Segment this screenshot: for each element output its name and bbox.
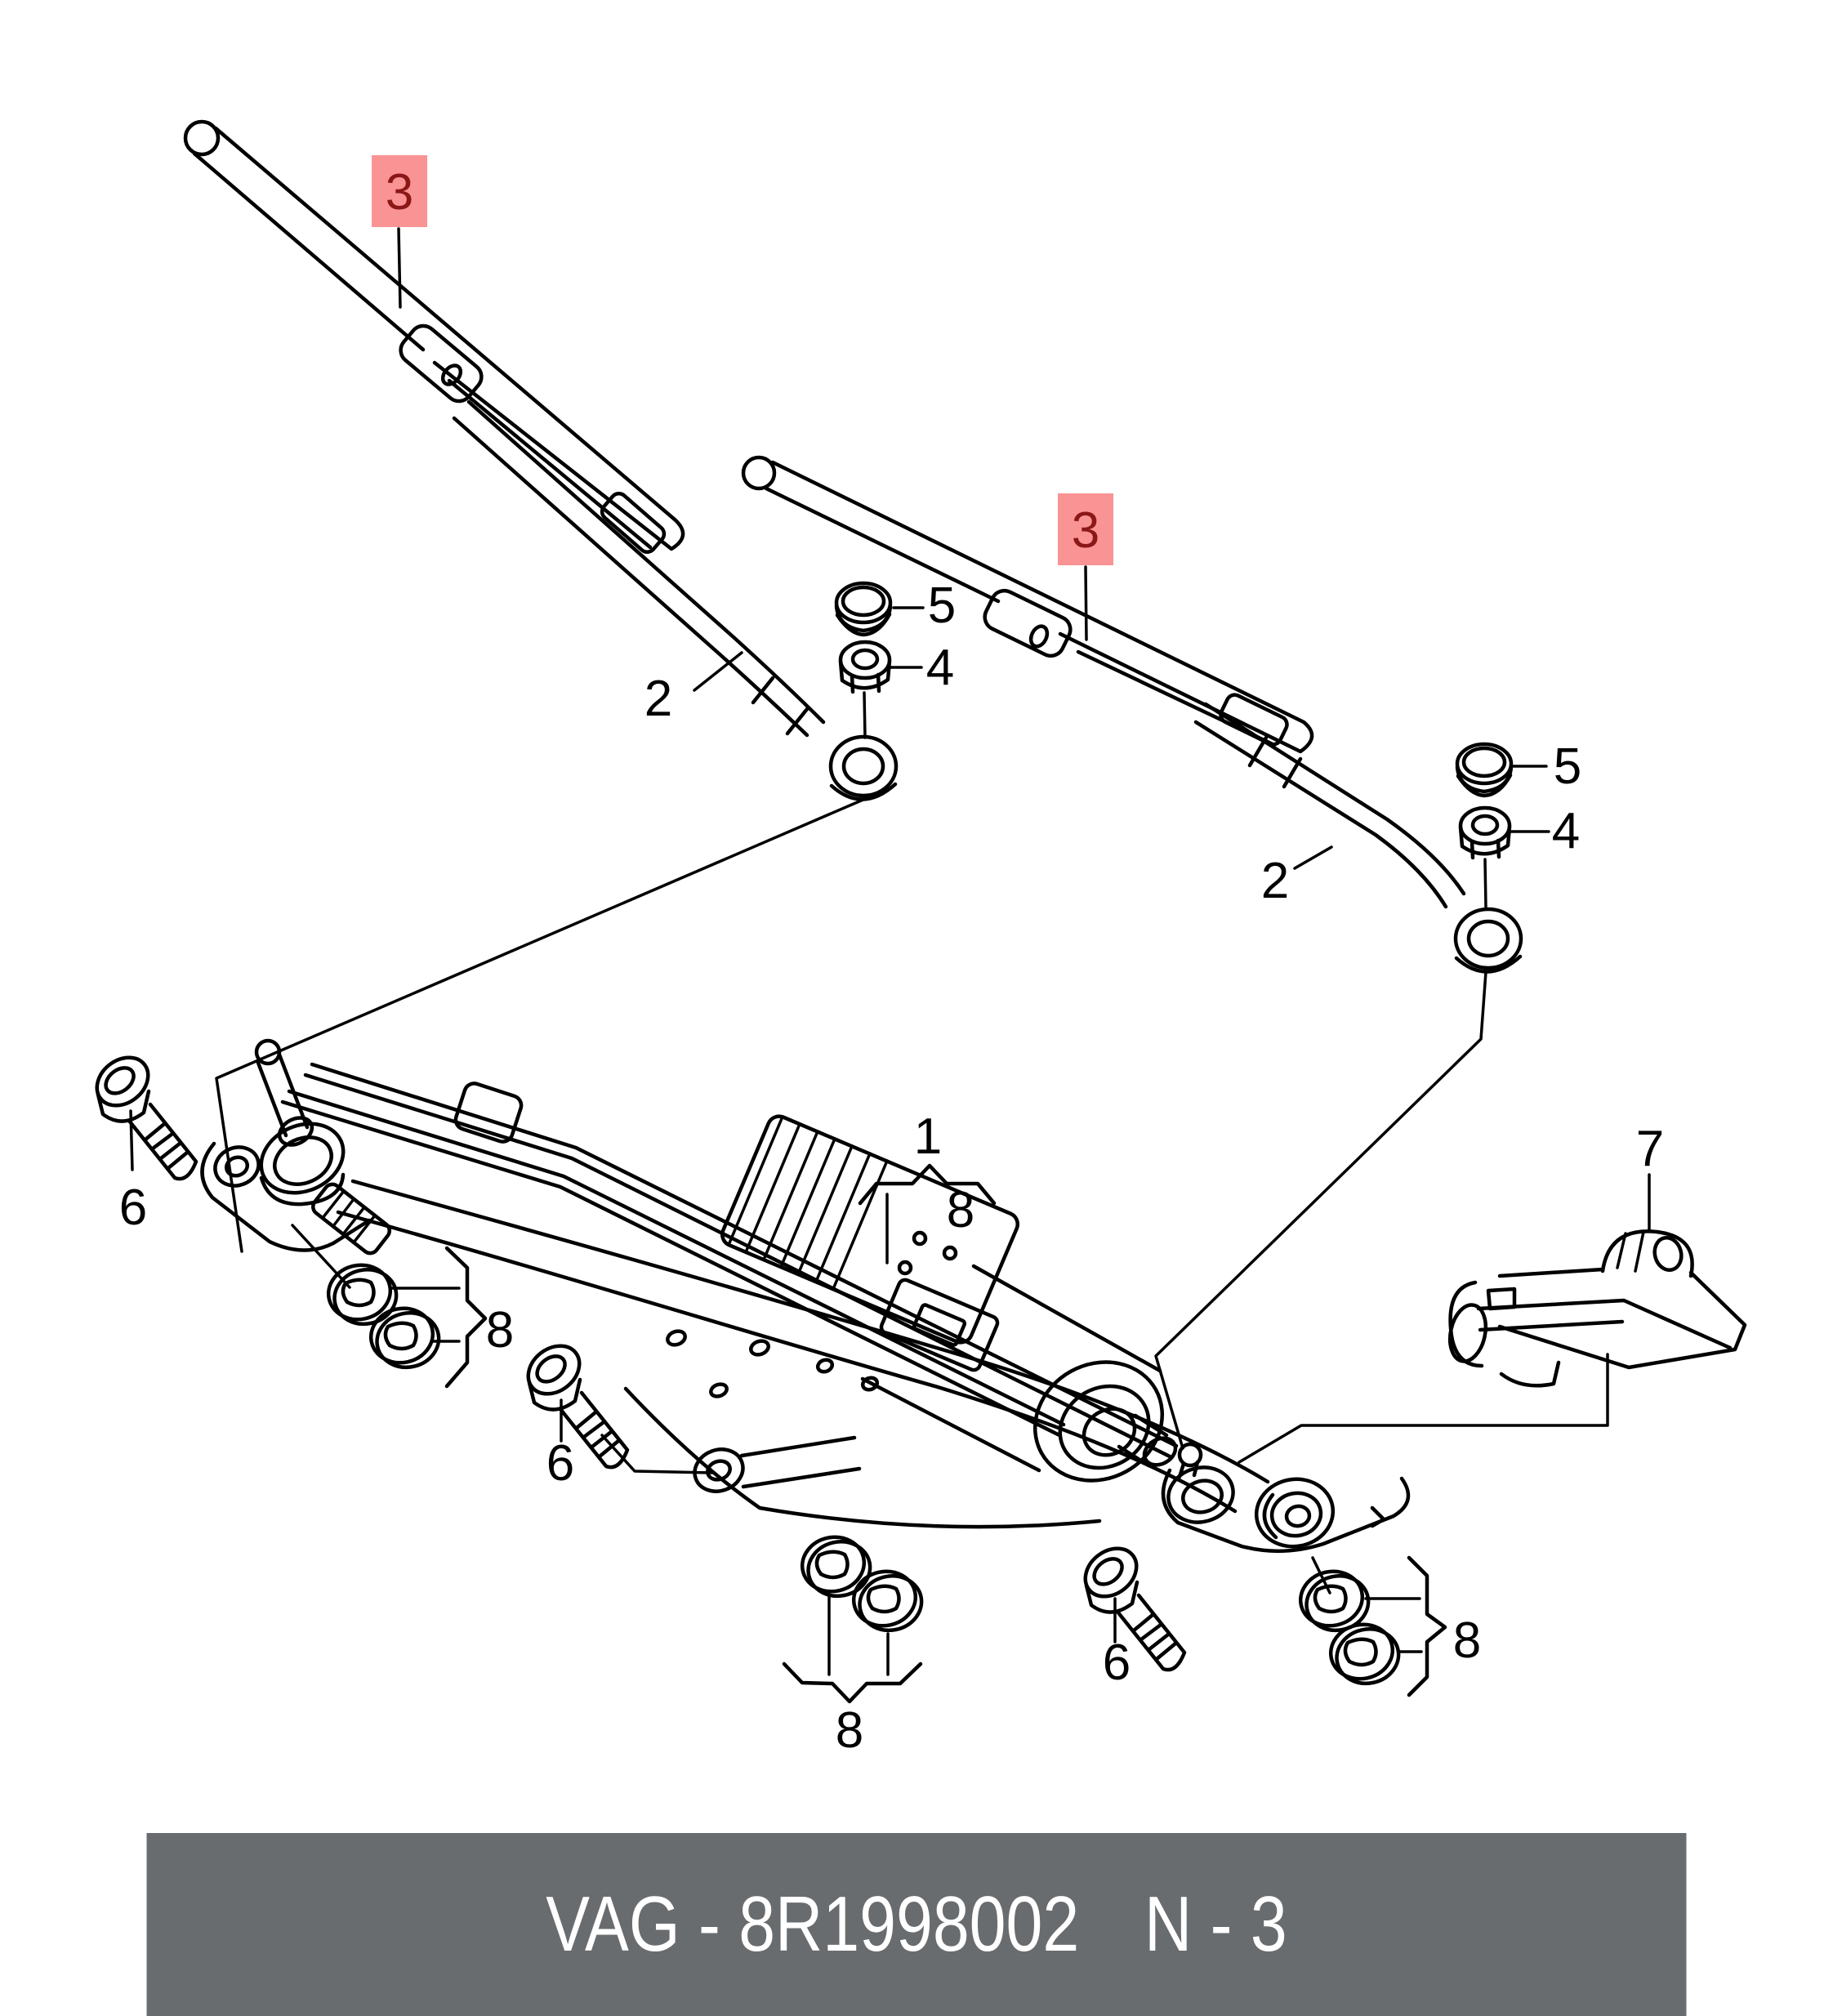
arm-left-edges <box>452 399 826 738</box>
module-ribs <box>727 1115 889 1291</box>
blade-right-arm-hook <box>1219 693 1289 747</box>
grommet <box>1328 1622 1401 1686</box>
callout-8-right[interactable]: 8 <box>1453 1612 1481 1669</box>
callout-8-bottom[interactable]: 8 <box>836 1702 863 1759</box>
cap-right-drawing <box>1455 742 1514 798</box>
callout-5-cap-left[interactable]: 5 <box>928 578 956 634</box>
blade-right-connector-hole <box>1028 624 1050 649</box>
footer-bar: VAG - 8R1998002 N - 3 <box>146 1833 1687 2016</box>
callout-1-assembly[interactable]: 1 <box>914 1108 942 1165</box>
blade-right-tip <box>741 455 777 491</box>
leader-lines <box>129 227 1651 1676</box>
blade-left-edges <box>192 126 685 551</box>
callout-8-left[interactable]: 8 <box>486 1302 514 1358</box>
rod-collar <box>453 1082 524 1144</box>
arm-right-hinge-flange <box>1454 954 1523 974</box>
callout-7-bracket[interactable]: 7 <box>1636 1121 1664 1177</box>
linkage-left-pivot-drawing <box>200 1038 391 1256</box>
linkage-crank-right-pivot-drawing <box>693 1435 1411 1554</box>
bracket-assembly-1 <box>858 1163 997 1206</box>
footer-page-code: N - 3 <box>1144 1880 1287 1968</box>
blade-right-connector <box>983 588 1073 658</box>
callout-3-blade-left[interactable]: 3 <box>386 164 413 221</box>
grommet <box>368 1306 441 1370</box>
callout-numbers: 3 3 2 5 4 2 5 4 1 8 8 8 8 6 6 6 7 <box>119 155 1664 1759</box>
blade-right-edges <box>764 460 1314 754</box>
arm-right-edges <box>1193 702 1466 909</box>
callout-6-bolt-right[interactable]: 6 <box>1103 1635 1131 1691</box>
grommet <box>851 1569 924 1633</box>
wiper-arm-right-drawing <box>1193 702 1523 974</box>
linkage-frame-drawing <box>336 1179 1270 1529</box>
arm-right-hinge-inner <box>1466 919 1510 958</box>
arm-right-hinge-outer <box>1453 907 1523 970</box>
callout-6-bolt-left[interactable]: 6 <box>119 1180 147 1236</box>
highlight-box-blade-right[interactable] <box>1058 493 1113 565</box>
callout-6-bolt-center[interactable]: 6 <box>546 1435 574 1492</box>
callout-2-arm-left[interactable]: 2 <box>644 671 672 727</box>
arm-left-hinge-inner <box>841 747 885 786</box>
callout-2-arm-right[interactable]: 2 <box>1261 853 1289 909</box>
motor-shaft-end <box>1142 1436 1178 1467</box>
bracket-grommets-left <box>444 1246 488 1389</box>
blade-left-arm-hook <box>600 492 667 554</box>
bracket-grommets-right <box>1407 1555 1447 1697</box>
pivot-left-mount <box>200 1141 372 1252</box>
nut-left-drawing <box>838 640 892 694</box>
wiper-arm-left-drawing <box>452 399 899 801</box>
bracket-grommets-bottom <box>782 1661 923 1704</box>
bolt-right-drawing <box>1083 1546 1187 1672</box>
callout-4-nut-left[interactable]: 4 <box>926 640 954 696</box>
bolt-left-drawing <box>95 1055 198 1181</box>
right-pivot-bearing <box>1254 1477 1336 1549</box>
grommet <box>800 1535 872 1599</box>
wiper-blade-left-drawing <box>183 119 685 554</box>
footer-catalog-code: VAG - 8R1998002 <box>546 1880 1080 1968</box>
module-body <box>720 1114 1019 1345</box>
linkage-push-rods-drawing <box>280 1062 1179 1460</box>
wiper-blade-right-drawing <box>741 455 1314 754</box>
blade-left-connector-hole <box>440 364 463 386</box>
retaining-bracket-drawing <box>1447 1229 1747 1388</box>
bolt-center-drawing <box>526 1344 630 1470</box>
highlight-box-blade-left[interactable] <box>372 155 427 227</box>
blade-left-connector <box>399 323 484 404</box>
blade-left-tip <box>183 119 221 157</box>
callout-5-cap-right[interactable]: 5 <box>1554 738 1581 795</box>
grommet <box>326 1263 399 1327</box>
cap-left-drawing <box>834 581 893 637</box>
callout-4-nut-right[interactable]: 4 <box>1552 803 1580 859</box>
arm-left-hinge-outer <box>828 734 899 798</box>
callout-8-assembly[interactable]: 8 <box>947 1182 974 1238</box>
module-connector <box>879 1278 1000 1372</box>
diagram-line-art <box>95 119 1747 1704</box>
crank-ball-stud <box>1177 1442 1203 1468</box>
pivot-left-crank-eye <box>213 1145 261 1188</box>
crank-link-eye <box>693 1447 745 1493</box>
pivot-left-splined-arm <box>311 1182 391 1256</box>
nut-right-drawing <box>1458 805 1512 860</box>
wiper-motor-control-module-drawing <box>720 1114 1019 1372</box>
wiper-motor-drawing <box>860 1264 1178 1483</box>
callout-3-blade-right[interactable]: 3 <box>1072 502 1099 559</box>
